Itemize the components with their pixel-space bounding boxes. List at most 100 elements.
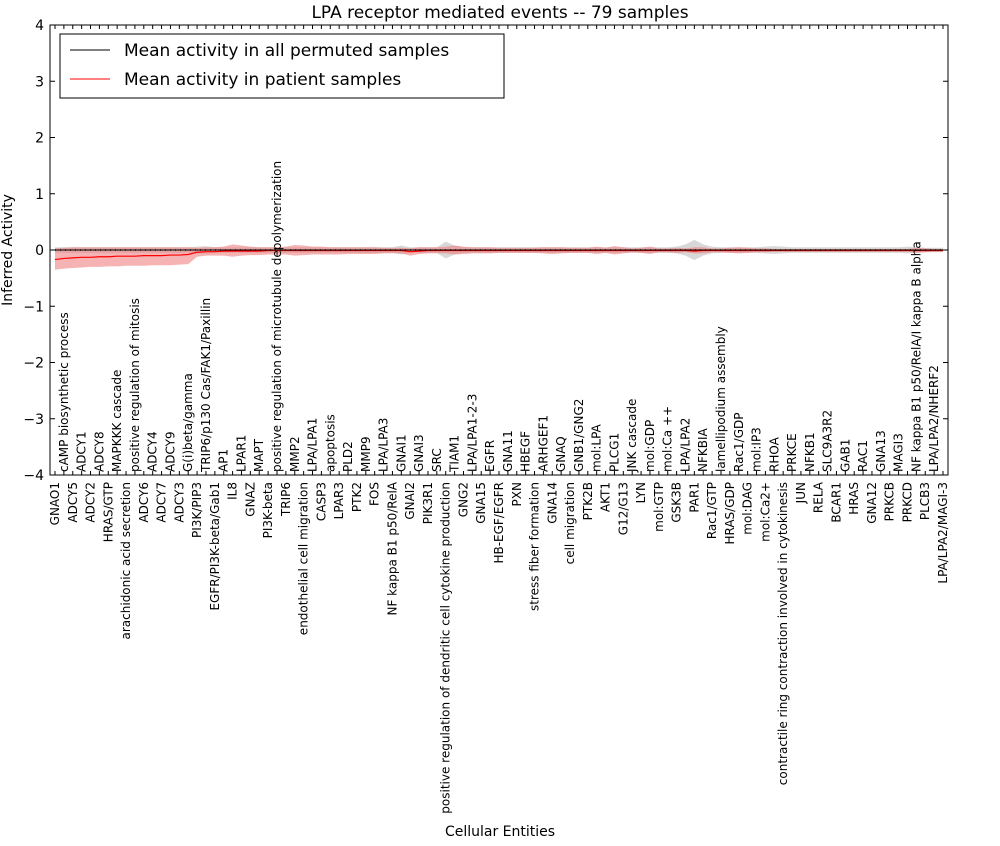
- x-tick-label: IL8: [226, 482, 240, 500]
- x-tick-label: PAR1: [687, 482, 701, 513]
- x-tick-label: TRIP6/p130 Cas/FAK1/Paxillin: [199, 298, 213, 473]
- x-tick-label: EGFR: [483, 440, 497, 472]
- x-tick-label: GNA12: [865, 482, 879, 524]
- x-tick-label: ADCY5: [66, 482, 80, 523]
- x-tick-label: MAGI3: [892, 433, 906, 472]
- x-tick-label: mol:Ca2+: [758, 482, 772, 542]
- legend-box: [59, 33, 505, 99]
- x-tick-label: PI3K/PIP3: [190, 482, 204, 538]
- x-tick-label: mol:Ca ++: [661, 406, 675, 472]
- x-tick-label: contractile ring contraction involved in…: [776, 482, 790, 785]
- x-tick-label: NFKBIA: [696, 427, 710, 472]
- x-tick-label: cAMP biosynthetic process: [57, 312, 71, 472]
- x-tick-label: ADCY3: [172, 482, 186, 523]
- x-tick-label: mol:DAG: [741, 482, 755, 535]
- x-tick-label: AKT1: [599, 482, 613, 512]
- x-tick-label: RAC1: [856, 440, 870, 472]
- x-tick-label: mol:GTP: [652, 482, 666, 532]
- x-tick-label: GNB1/GNG2: [572, 399, 586, 472]
- x-tick-label: mol:GDP: [643, 420, 657, 472]
- x-tick-label: GNAI2: [403, 482, 417, 520]
- x-axis-label: Cellular Entities: [445, 824, 555, 840]
- x-tick-label: LYN: [634, 482, 648, 503]
- y-axis-label: Inferred Activity: [0, 194, 16, 306]
- x-tick-label: stress fiber formation: [528, 482, 542, 611]
- y-tick-label: 1: [35, 187, 44, 203]
- x-tick-label: PLCG1: [607, 433, 621, 472]
- x-tick-label: arachidonic acid secretion: [119, 482, 133, 639]
- x-tick-label: Rac1/GDP: [732, 413, 746, 472]
- x-tick-label: GNAI1: [394, 434, 408, 472]
- x-tick-label: EGFR/PI3K-beta/Gab1: [208, 482, 222, 611]
- x-tick-label: positive regulation of mitosis: [128, 298, 142, 472]
- x-tick-label: PIK3R1: [421, 482, 435, 524]
- x-tick-label: BCAR1: [829, 482, 843, 523]
- x-tick-label: PLD2: [341, 441, 355, 472]
- x-tick-label: CASP3: [314, 482, 328, 521]
- y-tick-label: 4: [35, 18, 44, 34]
- x-tick-label: JNK cascade: [625, 399, 639, 473]
- x-tick-label: mol:IP3: [750, 427, 764, 472]
- legend-label-permuted: Mean activity in all permuted samples: [124, 41, 449, 61]
- x-tick-label: SRC: [430, 448, 444, 472]
- x-tick-label: GNA13: [874, 430, 888, 472]
- x-tick-label: ADCY8: [92, 431, 106, 472]
- x-tick-label: LPA/LPA2: [678, 418, 692, 472]
- x-tick-label: HRAS: [847, 482, 861, 515]
- x-tick-label: PRKCB: [883, 482, 897, 521]
- y-tick-label: 0: [35, 243, 44, 259]
- x-tick-label: PTK2: [350, 482, 364, 512]
- y-tick-label: −2: [23, 356, 44, 372]
- x-tick-label: NF kappa B1 p50/RelA: [385, 481, 399, 615]
- x-tick-label: FOS: [368, 482, 382, 506]
- x-tick-label: GNAZ: [243, 482, 257, 517]
- x-tick-label: LPA/LPA1: [306, 418, 320, 472]
- x-tick-label: GNAQ: [554, 436, 568, 472]
- x-tick-label: NF kappa B1 p50/RelA/I kappa B alpha: [909, 241, 923, 472]
- x-tick-label: ADCY7: [155, 482, 169, 523]
- x-tick-label: LPAR3: [332, 482, 346, 519]
- x-tick-label: GNA15: [474, 482, 488, 524]
- x-tick-label: PXN: [510, 482, 524, 506]
- x-tick-label: ADCY1: [75, 431, 89, 472]
- x-tick-label: GAB1: [838, 439, 852, 472]
- y-tick-label: −4: [23, 468, 44, 484]
- x-tick-label: GNAI3: [412, 434, 426, 472]
- x-tick-label: LPA/LPA3: [377, 418, 391, 472]
- x-tick-label: PTK2B: [581, 482, 595, 520]
- x-tick-label: Rac1/GTP: [705, 482, 719, 539]
- x-tick-label: LPAR1: [234, 435, 248, 472]
- x-tick-label: LPA/LPA2/NHERF2: [927, 365, 941, 472]
- x-tick-label: PRKCE: [785, 433, 799, 472]
- x-tick-label: GNAO1: [48, 482, 62, 525]
- x-tick-label: HRAS/GDP: [723, 482, 737, 545]
- x-tick-label: apoptosis: [323, 414, 337, 472]
- x-tick-label: G(i)beta/gamma: [181, 373, 195, 472]
- y-tick-label: 2: [35, 131, 44, 147]
- x-tick-label: GNA11: [501, 430, 515, 472]
- x-tick-label: endothelial cell migration: [297, 482, 311, 635]
- x-tick-label: RELA: [812, 481, 826, 513]
- x-tick-label: MAPKKK cascade: [110, 370, 124, 472]
- x-tick-label: mol:LPA: [590, 423, 604, 472]
- x-tick-label: NFKB1: [803, 432, 817, 472]
- x-tick-label: positive regulation of dendritic cell cy…: [439, 482, 453, 814]
- x-tick-label: PI3K-beta: [261, 482, 275, 538]
- x-tick-label: LPA/LPA1-2-3: [465, 394, 479, 472]
- chart-title: LPA receptor mediated events -- 79 sampl…: [311, 3, 688, 23]
- x-tick-label: MAPT: [252, 438, 266, 472]
- x-tick-label: ADCY4: [146, 431, 160, 472]
- x-tick-label: MMP2: [288, 436, 302, 472]
- x-tick-label: PLCB3: [918, 482, 932, 520]
- x-tick-label: GNA14: [545, 482, 559, 524]
- x-tick-label: LPA/LPA2/MAGI-3: [936, 482, 950, 584]
- x-tick-label: HBEGF: [519, 431, 533, 472]
- x-tick-label: lamellipodium assembly: [714, 326, 728, 472]
- x-tick-label: ADCY2: [84, 482, 98, 523]
- x-tick-label: GSK3B: [670, 482, 684, 523]
- x-tick-label: positive regulation of microtubule depol…: [270, 161, 284, 472]
- y-tick-label: 3: [35, 74, 44, 90]
- x-tick-label: MMP9: [359, 436, 373, 472]
